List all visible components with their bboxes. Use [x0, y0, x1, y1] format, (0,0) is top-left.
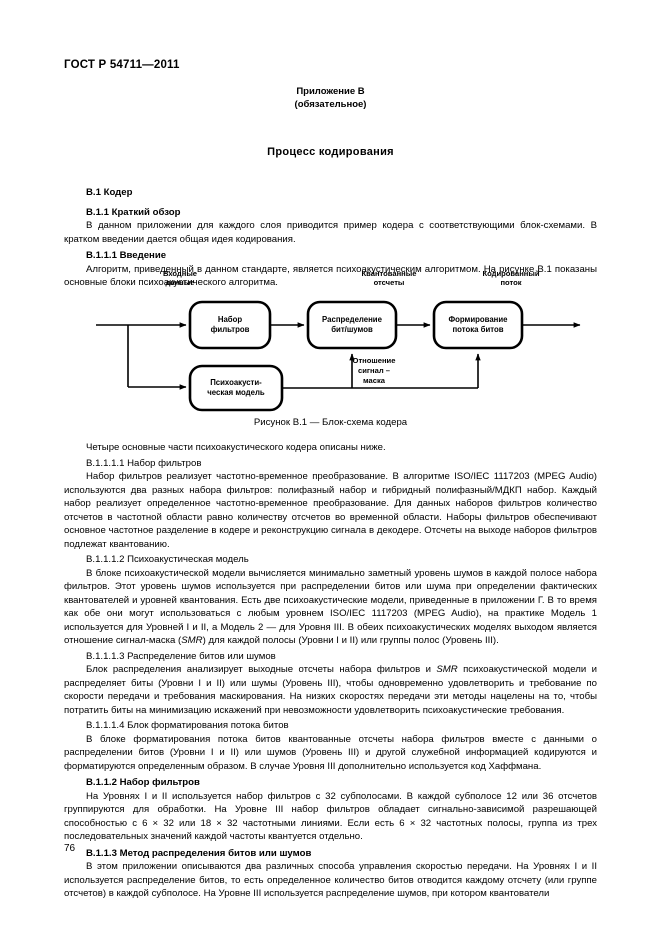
- svg-text:маска: маска: [363, 376, 386, 385]
- heading-b1111: В.1.1.1.1 Набор фильтров: [86, 457, 202, 469]
- heading-b111: В.1.1.1 Введение: [86, 250, 167, 261]
- content-upper: В.1 Кодер В.1.1 Краткий обзор В данном п…: [64, 180, 597, 290]
- heading-b1114: В.1.1.1.4 Блок форматирования потока бит…: [86, 720, 289, 731]
- smr-term-2: SMR: [436, 664, 458, 675]
- content-lower: Четыре основные части психоакустического…: [64, 441, 597, 901]
- figure-b1: Входные данные Квантованные отсчеты Коди…: [64, 262, 597, 434]
- svg-text:Формирование: Формирование: [448, 315, 508, 324]
- para-b1113-part1: Блок распределения анализирует выходные …: [86, 664, 437, 675]
- heading-b1: В.1 Кодер: [86, 187, 133, 198]
- svg-text:Набор: Набор: [218, 315, 243, 324]
- para-b111: Алгоритм, приведенный в данном стандарте…: [64, 263, 597, 289]
- svg-text:Квантованные: Квантованные: [362, 269, 417, 278]
- heading-b112: В.1.1.2 Набор фильтров: [86, 777, 200, 788]
- encoder-block-diagram: Входные данные Квантованные отсчеты Коди…: [96, 269, 581, 412]
- svg-text:Входные: Входные: [163, 269, 197, 278]
- para-b1114: В блоке форматирования потока битов кван…: [64, 733, 597, 772]
- heading-b113: В.1.1.3 Метод распределения битов или шу…: [86, 847, 312, 859]
- svg-text:поток: поток: [500, 278, 521, 287]
- svg-text:данные: данные: [166, 278, 195, 287]
- figure-caption: Рисунок В.1 — Блок-схема кодера: [253, 417, 408, 428]
- svg-text:Отношение: Отношение: [353, 356, 396, 365]
- svg-text:фильтров: фильтров: [211, 325, 250, 334]
- para-b1112-part2: ) для каждой полосы (Уровни I и II) или …: [202, 635, 499, 646]
- page-number: 76: [64, 843, 76, 854]
- para-after-figure: Четыре основные части психоакустического…: [86, 442, 386, 453]
- para-b1111: Набор фильтров реализует частотно-времен…: [64, 471, 597, 550]
- para-b1113-part2: психоакустической модели и распределяет …: [64, 664, 597, 716]
- para-b113: В этом приложении описываются два различ…: [64, 861, 597, 899]
- svg-text:отсчеты: отсчеты: [374, 278, 405, 287]
- svg-text:Кодированный: Кодированный: [482, 269, 539, 278]
- svg-text:сигнал –: сигнал –: [358, 366, 390, 375]
- svg-text:потока битов: потока битов: [452, 325, 503, 334]
- para-b1112-part1: В блоке психоакустической модели вычисля…: [64, 567, 597, 647]
- annex-subtitle: (обязательное): [294, 98, 367, 110]
- annex-heading: Приложение В (обязательное): [0, 86, 661, 111]
- para-b11: В данном приложении для каждого слоя при…: [64, 220, 597, 245]
- heading-b1113: В.1.1.1.3 Распределение битов или шумов: [86, 650, 276, 662]
- svg-text:ческая модель: ческая модель: [207, 388, 265, 397]
- section-title: Процесс кодирования: [267, 146, 394, 158]
- heading-b11: В.1.1 Краткий обзор: [86, 206, 181, 218]
- svg-text:Распределение: Распределение: [322, 315, 383, 324]
- para-b112: На Уровнях I и II используется набор фил…: [64, 790, 597, 843]
- standard-header: ГОСТ Р 54711—2011: [64, 59, 180, 71]
- svg-text:Психоакусти-: Психоакусти-: [210, 378, 262, 387]
- para-b1112: В блоке психоакустической модели вычисля…: [64, 567, 597, 648]
- svg-text:бит/шумов: бит/шумов: [331, 325, 373, 334]
- smr-term-1: SMR: [181, 635, 203, 646]
- heading-b1112: В.1.1.1.2 Психоакустическая модель: [86, 554, 249, 565]
- para-b1113: Блок распределения анализирует выходные …: [64, 663, 597, 717]
- annex-title: Приложение В: [296, 86, 365, 97]
